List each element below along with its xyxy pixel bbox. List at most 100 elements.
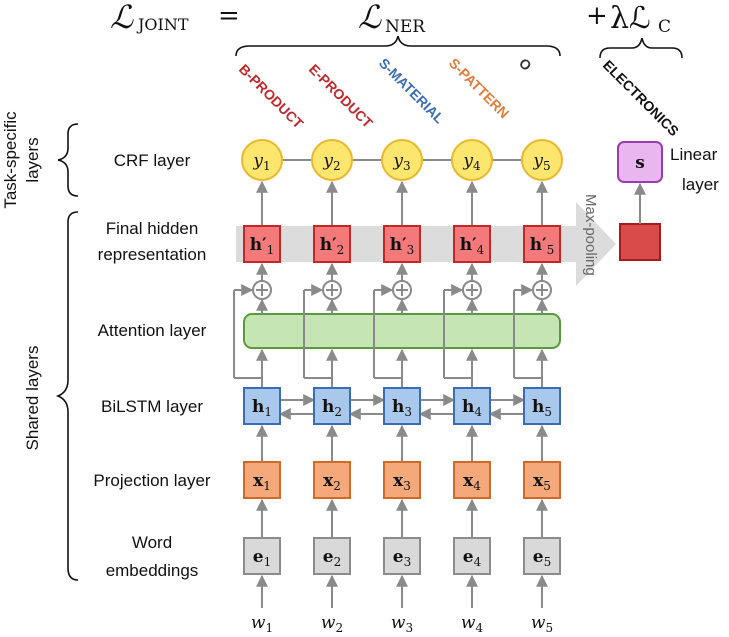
connection-arrows xyxy=(233,159,646,608)
hidden-node-2 xyxy=(313,225,351,263)
hidden-node-4 xyxy=(453,225,491,263)
crf-node-label-3: y3 xyxy=(392,151,410,173)
embedding-node-label-3: e3 xyxy=(393,547,411,569)
joint-loss-subscript: JOINT xyxy=(136,15,189,34)
ner-tag-labels: B-PRODUCT E-PRODUCT S-MATERIAL S-PATTERN… xyxy=(236,55,682,139)
projection-node-5 xyxy=(523,461,561,499)
task-specific-brace xyxy=(57,123,79,197)
class-loss-symbol: λℒ xyxy=(610,1,651,36)
embedding-node-3 xyxy=(383,537,421,575)
projection-layer-label: Projection layer xyxy=(93,471,211,490)
token-nodes: w1 e1 x1 h1 h′1 y1 w2 e2 x2 h2 h′2 y2 w3 e3 x3 h3 h′3 y3 w… xyxy=(241,139,563,635)
embedding-node-label-1: e1 xyxy=(253,547,271,569)
projection-node-label-2: x2 xyxy=(323,471,341,493)
crf-layer-label: CRF layer xyxy=(114,151,191,170)
tag-label-4: S-PATTERN xyxy=(446,55,513,122)
word-embeddings-label-line2: embeddings xyxy=(106,561,199,580)
word-embeddings-label-line1: Word xyxy=(132,533,172,552)
max-pooling-arrow xyxy=(236,202,616,286)
equals-sign: = xyxy=(218,1,240,31)
bilstm-node-3 xyxy=(383,387,421,425)
embedding-node-2 xyxy=(313,537,351,575)
crf-node-3 xyxy=(381,139,423,181)
word-token-2: w2 xyxy=(321,613,343,635)
ner-loss-subscript: NER xyxy=(385,17,426,37)
attention-layer-label: Attention layer xyxy=(98,321,207,340)
plus-sign: + xyxy=(586,1,608,31)
pooled-vector-node xyxy=(619,223,661,261)
projection-node-3 xyxy=(383,461,421,499)
joint-loss-symbol: ℒ xyxy=(110,0,134,36)
hidden-node-label-5: h′5 xyxy=(530,235,554,257)
class-tag-label: ELECTRONICS xyxy=(600,57,682,139)
embedding-node-label-5: e5 xyxy=(533,547,551,569)
sentence-node-label: s xyxy=(635,153,645,173)
crf-node-5 xyxy=(521,139,563,181)
shared-layers-brace xyxy=(55,211,79,581)
sentence-node xyxy=(617,141,663,183)
embedding-node-label-2: e2 xyxy=(323,547,341,569)
task-specific-label-line2: layers xyxy=(23,137,42,182)
final-hidden-label-line1: Final hidden xyxy=(106,219,199,238)
max-pooling-band: Max-pooling xyxy=(236,194,616,286)
projection-node-1 xyxy=(243,461,281,499)
projection-node-2 xyxy=(313,461,351,499)
hidden-node-3 xyxy=(383,225,421,263)
task-specific-label-line1: Task-specific xyxy=(1,111,20,209)
bilstm-node-label-4: h4 xyxy=(462,397,482,419)
hidden-node-label-3: h′3 xyxy=(390,235,414,257)
bilstm-node-label-3: h3 xyxy=(392,397,412,419)
projection-node-label-5: x5 xyxy=(533,471,551,493)
crf-node-1 xyxy=(241,139,283,181)
bilstm-node-label-2: h2 xyxy=(322,397,342,419)
crf-node-2 xyxy=(311,139,353,181)
word-token-4: w4 xyxy=(461,613,484,635)
bilstm-node-label-5: h5 xyxy=(532,397,552,419)
linear-layer-label-line2: layer xyxy=(682,175,719,194)
bilstm-layer-label: BiLSTM layer xyxy=(101,397,203,416)
tag-label-3: S-MATERIAL xyxy=(376,55,448,127)
bilstm-node-1 xyxy=(243,387,281,425)
crf-node-label-5: y5 xyxy=(532,151,550,173)
bilstm-node-2 xyxy=(313,387,351,425)
class-loss-subscript: C xyxy=(658,17,671,37)
final-hidden-label-line2: representation xyxy=(98,245,207,264)
hidden-node-label-1: h′1 xyxy=(250,235,274,257)
attention-layer-box xyxy=(243,313,561,349)
projection-node-label-4: x4 xyxy=(463,471,481,493)
hidden-node-1 xyxy=(243,225,281,263)
hidden-node-label-4: h′4 xyxy=(460,235,485,257)
embedding-node-label-4: e4 xyxy=(463,547,482,569)
class-brace xyxy=(599,37,683,59)
bilstm-node-4 xyxy=(453,387,491,425)
bilstm-node-label-1: h1 xyxy=(252,397,272,419)
ner-loss-symbol: ℒ xyxy=(358,0,382,36)
linear-layer-label-line1: Linear xyxy=(670,145,718,164)
projection-node-label-1: x1 xyxy=(253,471,271,493)
ner-brace xyxy=(235,35,561,57)
hidden-node-label-2: h′2 xyxy=(320,235,344,257)
word-token-3: w3 xyxy=(391,613,413,635)
crf-node-label-4: y4 xyxy=(462,151,481,173)
projection-node-label-3: x3 xyxy=(393,471,411,493)
shared-layers-label: Shared layers xyxy=(23,346,42,451)
max-pooling-label: Max-pooling xyxy=(582,194,599,276)
linear-layer: s Linear layer xyxy=(617,141,719,194)
crf-node-4 xyxy=(451,139,493,181)
embedding-node-1 xyxy=(243,537,281,575)
embedding-node-4 xyxy=(453,537,491,575)
tag-label-1: B-PRODUCT xyxy=(236,61,307,132)
hidden-node-5 xyxy=(523,225,561,263)
crf-node-label-2: y2 xyxy=(322,151,340,173)
tag-label-2: E-PRODUCT xyxy=(306,61,376,131)
crf-node-label-1: y1 xyxy=(252,151,270,173)
word-token-5: w5 xyxy=(531,613,553,635)
tag-label-5: O xyxy=(516,55,535,74)
embedding-node-5 xyxy=(523,537,561,575)
joint-loss-equation: ℒ JOINT = ℒ NER + λℒ C xyxy=(110,0,683,59)
word-token-1: w1 xyxy=(251,613,273,635)
layer-labels: Task-specific layers Shared layers CRF l… xyxy=(1,111,211,581)
projection-node-4 xyxy=(453,461,491,499)
bilstm-node-5 xyxy=(523,387,561,425)
